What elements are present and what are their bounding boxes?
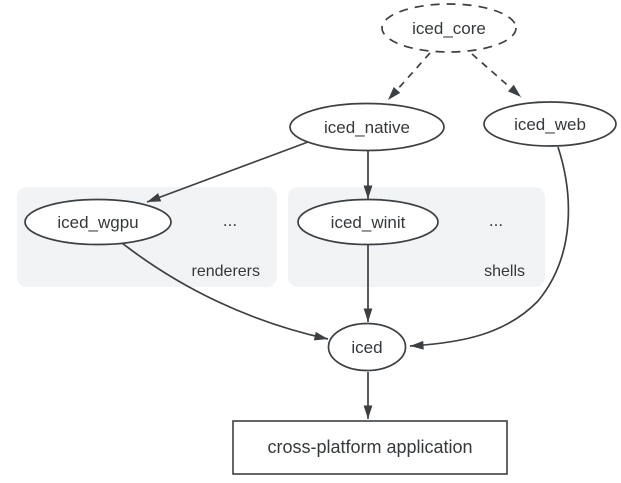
edge-iced_web-to-iced: [409, 146, 570, 350]
shells-ellipsis: ...: [489, 211, 503, 230]
node-iced: iced: [327, 322, 407, 372]
iced-winit-label: iced_winit: [331, 213, 406, 232]
node-iced-native: iced_native: [289, 102, 445, 152]
iced-wgpu-label: iced_wgpu: [57, 213, 138, 232]
iced-winit-ellipse: [297, 198, 439, 246]
shells-group-label: shells: [484, 263, 525, 280]
node-iced-winit: iced_winit: [297, 198, 439, 246]
renderers-ellipsis: ...: [223, 211, 237, 230]
iced-web-label: iced_web: [514, 115, 586, 134]
iced-wgpu-ellipse: [24, 198, 172, 246]
renderers-group-label: renderers: [192, 263, 260, 280]
iced-native-label: iced_native: [324, 118, 410, 137]
edge-iced_wgpu-to-iced: [121, 242, 329, 341]
node-application: cross-platform application: [232, 420, 508, 475]
node-iced-web: iced_web: [483, 101, 617, 147]
node-iced-core: iced_core: [381, 3, 517, 53]
iced-label: iced: [351, 338, 382, 357]
iced-native-ellipse: [289, 102, 445, 152]
edge-iced_core-to-iced_web: [471, 53, 522, 98]
iced-web-ellipse: [483, 101, 617, 147]
node-iced-wgpu: iced_wgpu: [24, 198, 172, 246]
application-rect: [232, 420, 508, 475]
iced-core-ellipse: [381, 3, 517, 53]
edge-iced_core-to-iced_native: [387, 52, 431, 101]
iced-core-label: iced_core: [412, 19, 486, 38]
edge-iced_native-to-iced_wgpu: [146, 141, 309, 203]
iced-ellipse: [327, 322, 407, 372]
application-label: cross-platform application: [267, 437, 472, 457]
edges: [121, 52, 570, 419]
